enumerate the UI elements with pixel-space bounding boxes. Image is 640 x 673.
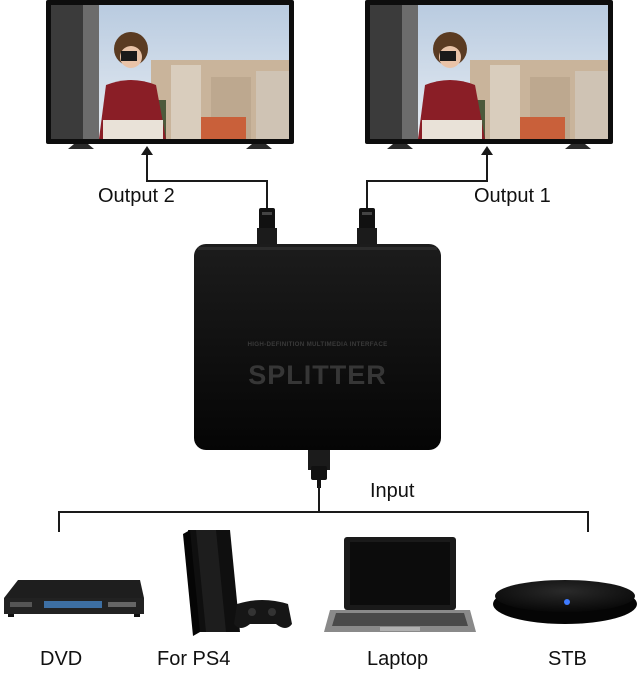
hdmi-plug-icon	[257, 208, 277, 246]
tv-icon	[46, 0, 294, 149]
set-top-box-icon	[493, 580, 637, 624]
tv-icon	[365, 0, 613, 149]
laptop-icon	[324, 537, 476, 632]
input-label: Input	[370, 480, 415, 502]
gamepad-icon	[234, 600, 292, 628]
hdmi-plug-icon	[308, 450, 330, 488]
status-light-icon	[564, 599, 570, 605]
splitter-title: SPLITTER	[248, 360, 387, 390]
arrow-up-icon	[141, 146, 153, 155]
input-lines	[58, 486, 589, 532]
output-1-label: Output 1	[474, 185, 551, 207]
laptop-label: Laptop	[367, 648, 429, 670]
output-lines	[146, 150, 488, 210]
ps4-console-icon	[183, 530, 240, 636]
splitter-subtitle: HIGH-DEFINITION MULTIMEDIA INTERFACE	[247, 341, 388, 348]
hdmi-plug-icon	[357, 208, 377, 246]
stb-label: STB	[548, 648, 587, 670]
output-2-label: Output 2	[98, 185, 175, 207]
arrow-up-icon	[481, 146, 493, 155]
dvd-player-icon	[4, 580, 144, 617]
dvd-label: DVD	[40, 648, 83, 670]
ps4-label: For PS4	[157, 648, 231, 670]
splitter-box	[194, 244, 441, 450]
